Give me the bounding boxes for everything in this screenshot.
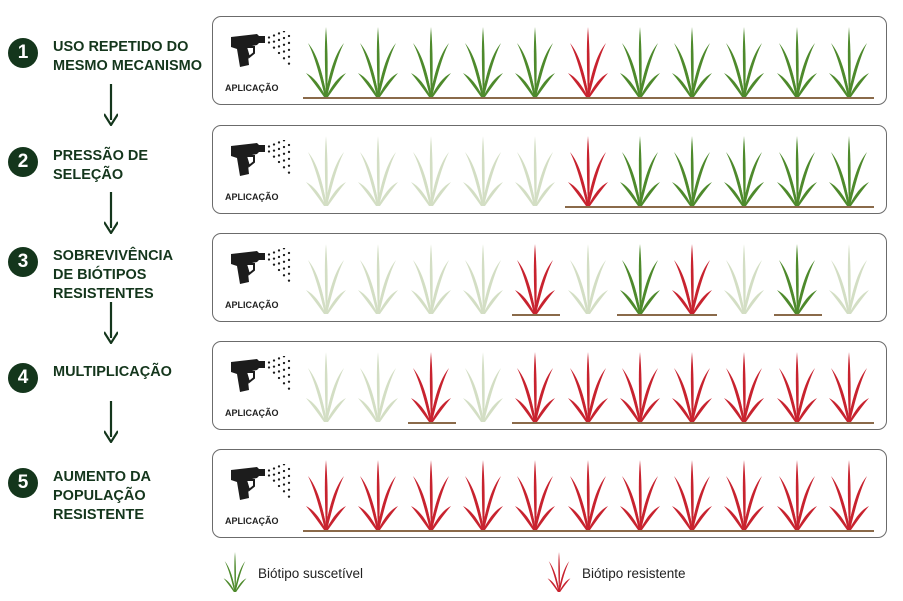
plant-susceptible (619, 136, 661, 211)
plant-susceptible (671, 27, 713, 102)
step-label: AUMENTO DA POPULAÇÃO RESISTENTE (53, 469, 152, 523)
plant-susceptible (410, 27, 452, 102)
step-number-badge: 4 (8, 363, 38, 393)
plant-susceptible (776, 244, 818, 319)
plant-susceptible (828, 27, 870, 102)
field-row-3: APLICAÇÃO (212, 233, 887, 322)
plant-resistant (410, 352, 452, 427)
spray-gun-icon (229, 244, 293, 292)
ground-line (303, 530, 874, 532)
plant-resistant (723, 460, 765, 535)
ground-line (773, 314, 822, 316)
arrow-down-icon (103, 192, 119, 236)
grass-plant-icon (222, 552, 248, 597)
plant-dead (357, 352, 399, 427)
spray-gun-icon (229, 460, 293, 508)
step-label: MULTIPLICAÇÃO (53, 364, 172, 380)
ground-line (616, 314, 718, 316)
step-label: USO REPETIDO DO MESMO MECANISMO (53, 39, 203, 74)
arrow-down-icon (103, 84, 119, 128)
ground-line (512, 314, 561, 316)
field-row-4: APLICAÇÃO (212, 341, 887, 430)
spray-gun-icon (229, 136, 293, 184)
plant-dead (410, 136, 452, 211)
plant-resistant (723, 352, 765, 427)
plant-susceptible (776, 136, 818, 211)
plant-dead (514, 136, 556, 211)
legend-label: Biótipo suscetível (258, 566, 364, 581)
plant-susceptible (671, 136, 713, 211)
plant-resistant (514, 352, 556, 427)
application-label: APLICAÇÃO (225, 192, 279, 202)
plant-susceptible (305, 27, 347, 102)
plant-dead (462, 136, 504, 211)
step-number-badge: 2 (8, 147, 38, 177)
plant-resistant (305, 460, 347, 535)
grass-plant-icon (546, 552, 572, 597)
plant-resistant (567, 27, 609, 102)
legend-label: Biótipo resistente (582, 566, 686, 581)
application-label: APLICAÇÃO (225, 83, 279, 93)
plant-resistant (828, 352, 870, 427)
step-number-badge: 5 (8, 468, 38, 498)
spray-gun-icon (229, 352, 293, 400)
arrow-down-icon (103, 401, 119, 445)
plant-dead (723, 244, 765, 319)
application-label: APLICAÇÃO (225, 300, 279, 310)
plant-susceptible (828, 136, 870, 211)
plant-dead (462, 352, 504, 427)
plant-resistant (828, 460, 870, 535)
plant-dead (567, 244, 609, 319)
plant-resistant (619, 352, 661, 427)
plant-susceptible (357, 27, 399, 102)
plant-dead (305, 136, 347, 211)
field-row-2: APLICAÇÃO (212, 125, 887, 214)
plant-dead (357, 244, 399, 319)
plant-resistant (567, 136, 609, 211)
plant-dead (410, 244, 452, 319)
step-number-badge: 3 (8, 247, 38, 277)
plant-resistant (410, 460, 452, 535)
plant-susceptible (776, 27, 818, 102)
plant-susceptible (619, 27, 661, 102)
ground-line (407, 422, 456, 424)
plant-resistant (671, 244, 713, 319)
plant-susceptible (723, 27, 765, 102)
plant-dead (305, 244, 347, 319)
plant-susceptible (514, 27, 556, 102)
plant-dead (305, 352, 347, 427)
ground-line (564, 206, 874, 208)
ground-line (512, 422, 874, 424)
spray-gun-icon (229, 27, 293, 75)
plant-dead (357, 136, 399, 211)
step-label: SOBREVIVÊNCIA DE BIÓTIPOS RESISTENTES (53, 248, 174, 302)
plant-resistant (567, 460, 609, 535)
arrow-down-icon (103, 302, 119, 346)
plant-resistant (776, 460, 818, 535)
plant-susceptible (462, 27, 504, 102)
plant-resistant (462, 460, 504, 535)
field-row-1: APLICAÇÃO (212, 16, 887, 105)
application-label: APLICAÇÃO (225, 408, 279, 418)
plant-resistant (776, 352, 818, 427)
plant-resistant (567, 352, 609, 427)
field-row-5: APLICAÇÃO (212, 449, 887, 538)
plant-resistant (514, 460, 556, 535)
plant-susceptible (723, 136, 765, 211)
step-number-badge: 1 (8, 38, 38, 68)
plant-susceptible (619, 244, 661, 319)
plant-dead (828, 244, 870, 319)
application-label: APLICAÇÃO (225, 516, 279, 526)
plant-resistant (357, 460, 399, 535)
plant-resistant (671, 352, 713, 427)
ground-line (303, 97, 874, 99)
plant-resistant (619, 460, 661, 535)
plant-resistant (514, 244, 556, 319)
plant-dead (462, 244, 504, 319)
step-label: PRESSÃO DE SELEÇÃO (53, 148, 149, 183)
plant-resistant (671, 460, 713, 535)
